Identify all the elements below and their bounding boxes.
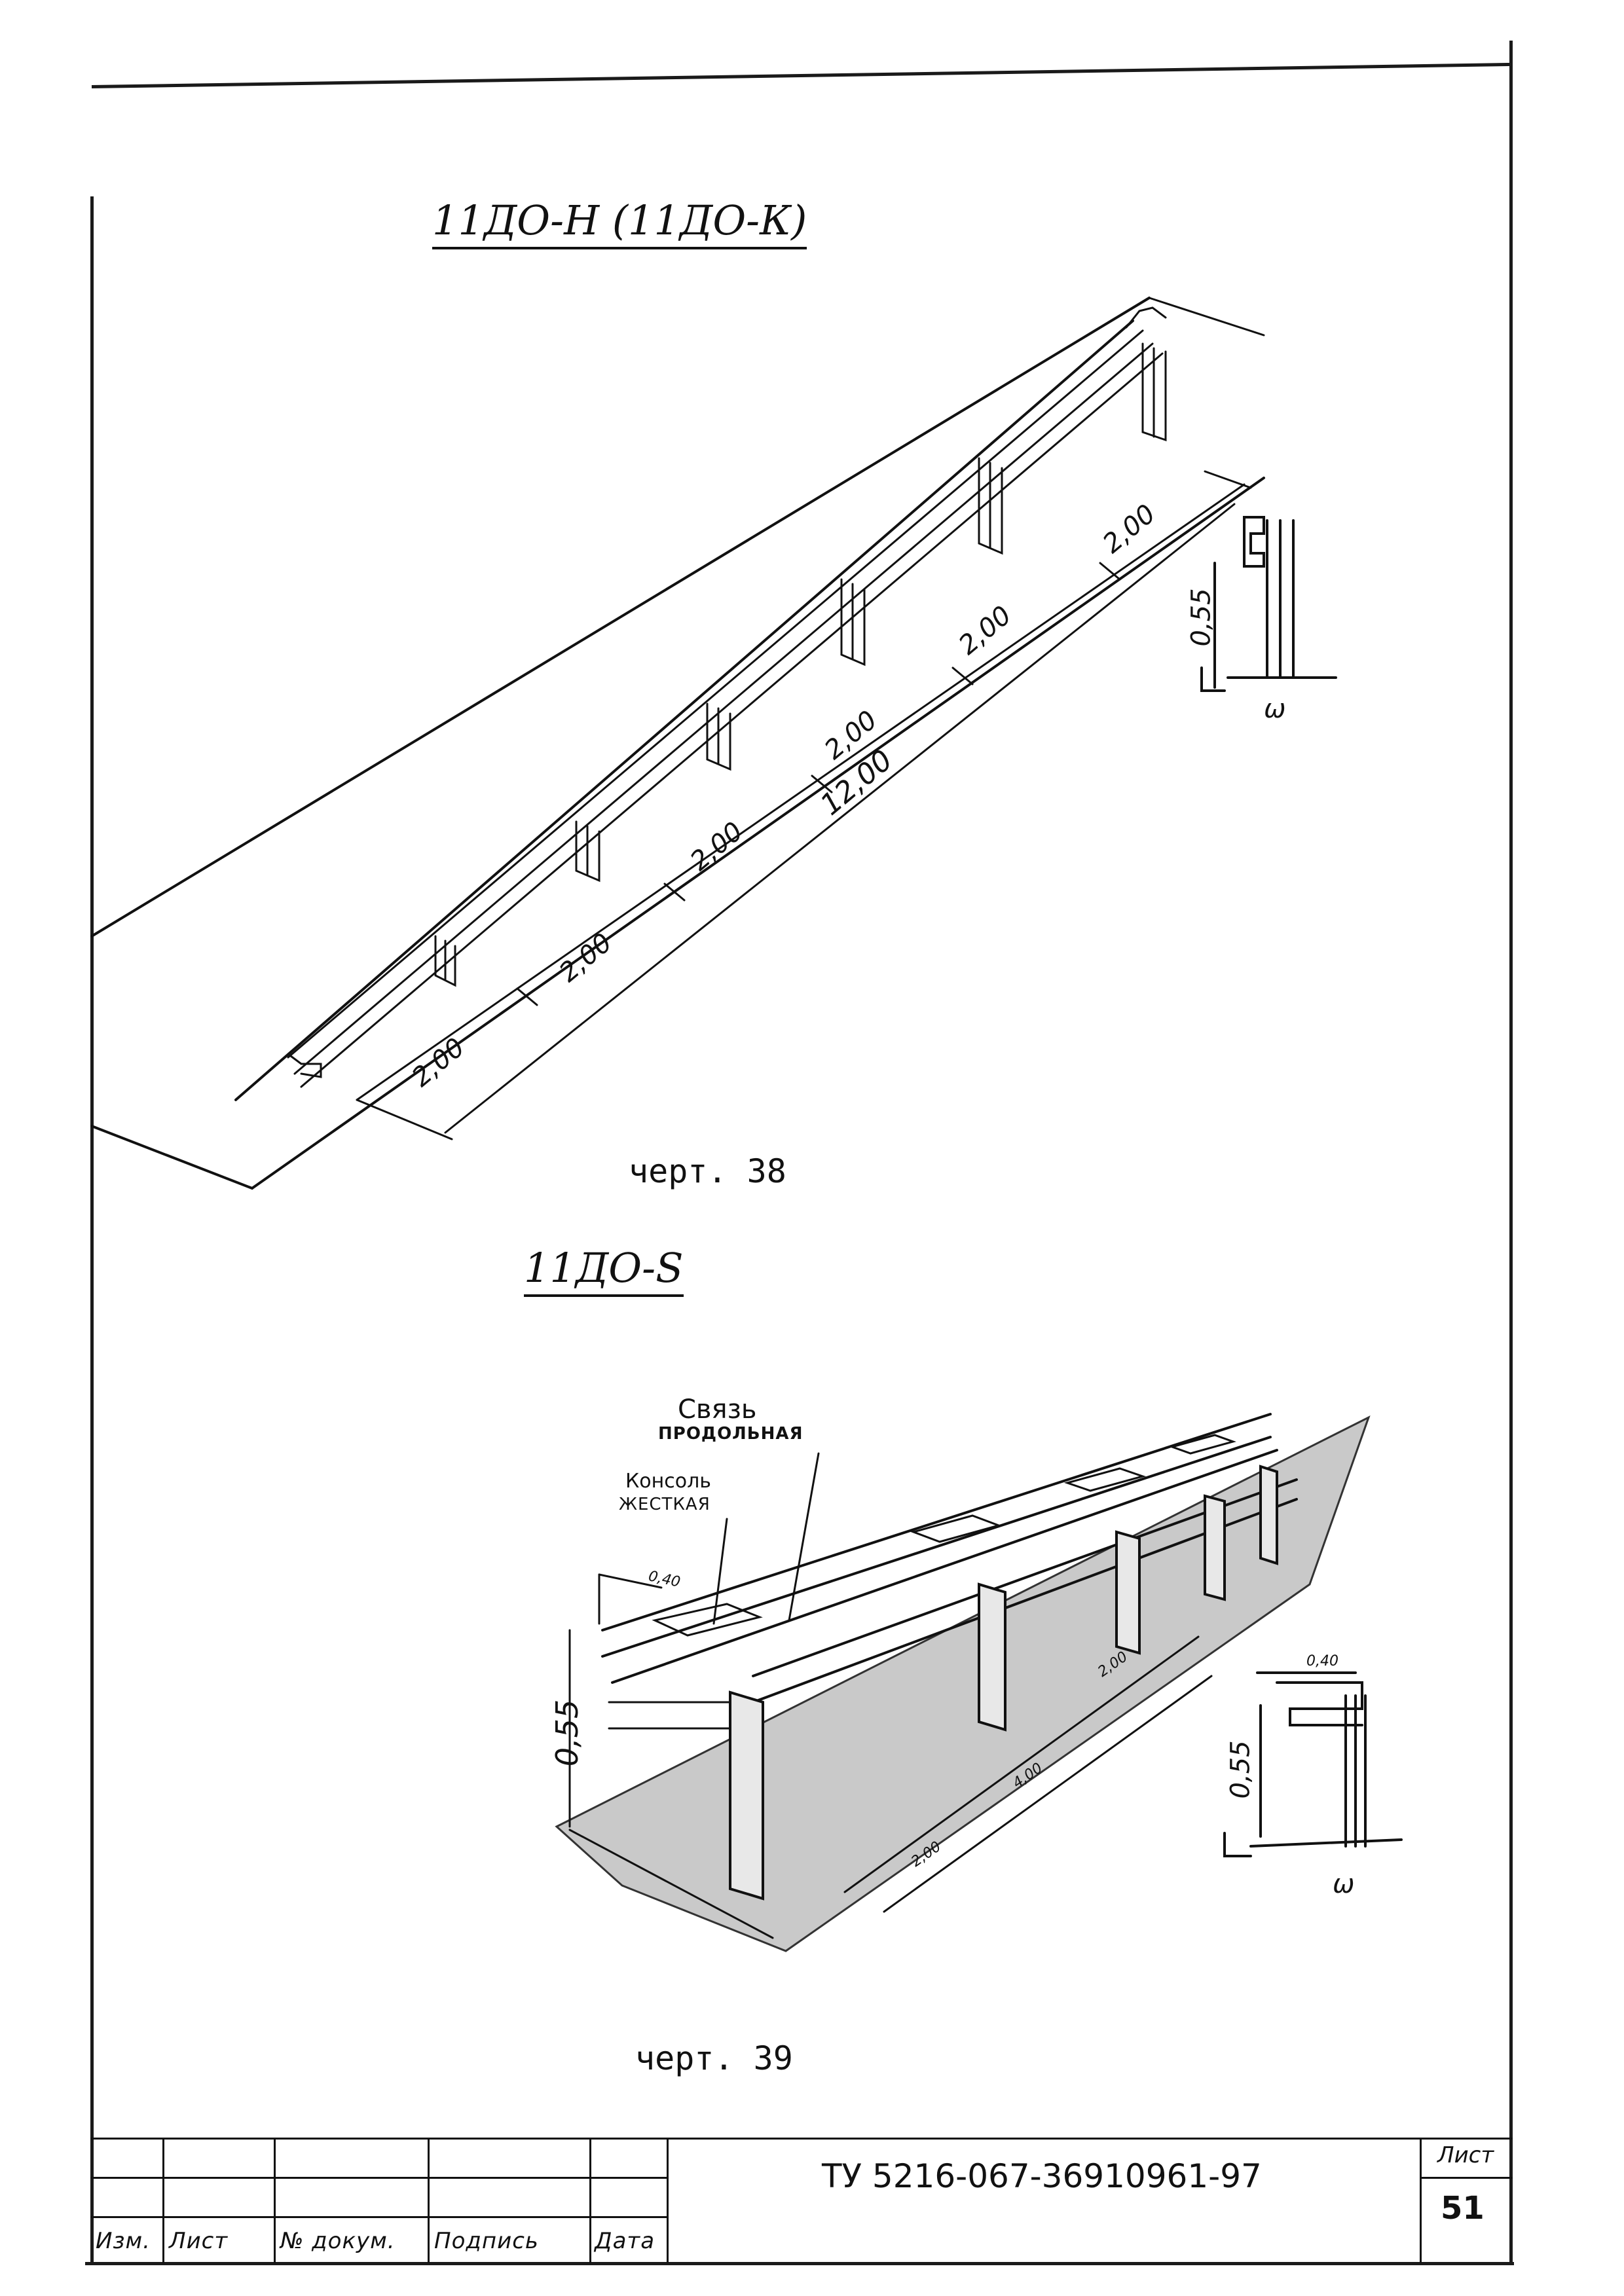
title-block: Изм. Лист № докум. Подпись Дата (90, 2138, 1513, 2263)
callout-console-2: жесткая (619, 1495, 710, 1514)
stamp-top-line (90, 2138, 1513, 2140)
callout-link-1: Связь (678, 1394, 757, 1425)
bottom-barrier-drawing (555, 1413, 1403, 1952)
stamp-row-line-1 (90, 2177, 667, 2179)
stamp-col-3 (428, 2138, 430, 2263)
stamp-list: Лист (169, 2228, 229, 2254)
stamp-sheet-line (1420, 2177, 1513, 2179)
stamp-izm: Изм. (96, 2228, 151, 2254)
stamp-col-1 (162, 2138, 164, 2263)
callout-console-1: Консоль (625, 1470, 711, 1493)
stamp-col-4 (589, 2138, 591, 2263)
document-code: ТУ 5216-067-36910961-97 (822, 2157, 1262, 2195)
stamp-col-5 (667, 2138, 669, 2263)
stamp-date: Дата (595, 2228, 655, 2254)
frame-bottom-border (85, 2262, 1514, 2265)
frame-left-border (90, 196, 94, 2265)
ground-mark-bottom: ω (1333, 1869, 1355, 1899)
frame-right-border (1509, 41, 1513, 2263)
callout-link-2: продольная (658, 1424, 803, 1444)
stamp-signature: Подпись (434, 2228, 539, 2254)
dim-height-top: 0,55 (1186, 588, 1217, 647)
drawing-title-top: 11ДО-Н (11ДО-К) (432, 196, 807, 249)
top-barrier-drawing (90, 297, 1337, 1190)
stamp-col-2 (274, 2138, 276, 2263)
stamp-doc-number: № докум. (280, 2228, 396, 2254)
caption-drawing-38: черт. 38 (629, 1152, 786, 1190)
drawing-title-bottom: 11ДО-S (524, 1244, 684, 1297)
caption-drawing-39: черт. 39 (635, 2039, 793, 2077)
stamp-row-line-2 (90, 2216, 667, 2218)
dim-bottom-height-main: 0,55 (549, 1699, 585, 1767)
dim-bottom-height-detail: 0,55 (1225, 1740, 1256, 1799)
sheet-number: 51 (1441, 2190, 1485, 2227)
sheet-label: Лист (1437, 2142, 1494, 2168)
dim-bottom-width-detail: 0,40 (1306, 1653, 1338, 1669)
ground-mark-top: ω (1264, 694, 1286, 724)
stamp-col-6 (1420, 2138, 1422, 2263)
